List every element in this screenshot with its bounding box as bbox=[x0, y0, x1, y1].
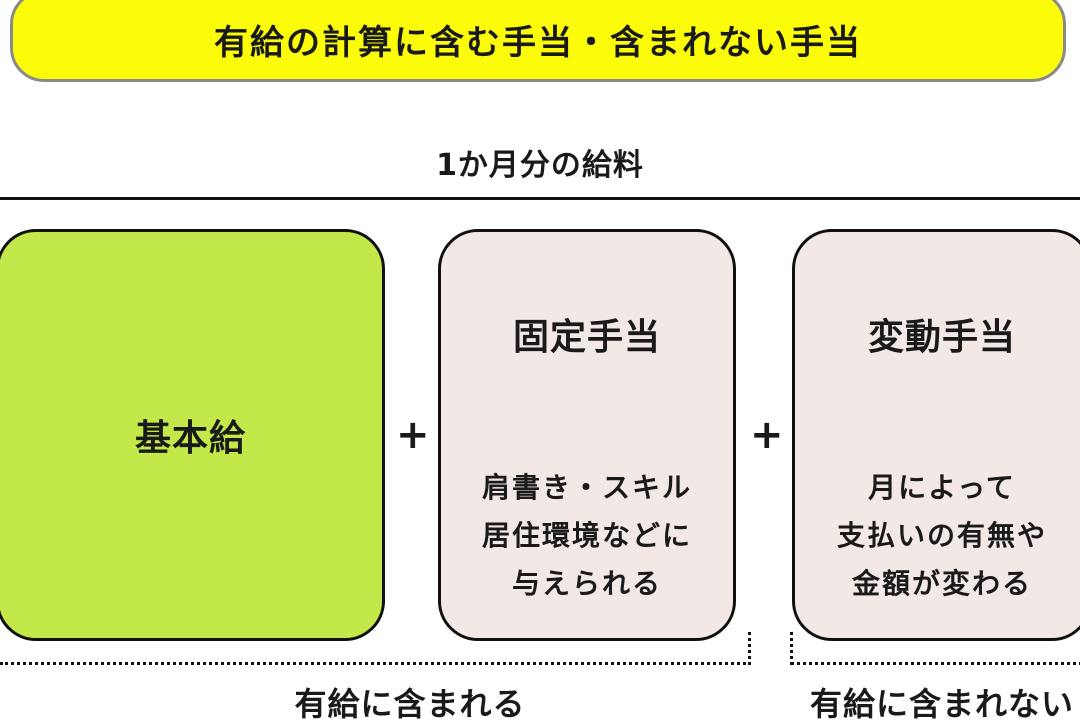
fixed-allowance-heading: 固定手当 bbox=[512, 317, 661, 358]
fixed-allowance-card: 固定手当 肩書き・スキル 居住環境などに 与えられる bbox=[438, 229, 736, 641]
title-banner: 有給の計算に含む手当・含まれない手当 bbox=[10, 0, 1066, 82]
base-salary-card: 基本給 bbox=[0, 229, 385, 641]
variable-allowance-description: 月によって 支払いの有無や 金額が変わる bbox=[795, 464, 1080, 608]
variable-allowance-heading: 変動手当 bbox=[867, 317, 1016, 358]
excluded-dotted-bracket bbox=[790, 632, 1080, 665]
plus-operator-2: + bbox=[750, 412, 784, 458]
fixed-desc-line-1: 肩書き・スキル bbox=[481, 471, 692, 504]
variable-desc-line-3: 金額が変わる bbox=[851, 567, 1032, 600]
base-salary-heading: 基本給 bbox=[134, 418, 246, 459]
variable-desc-line-2: 支払いの有無や bbox=[836, 519, 1047, 552]
fixed-desc-line-2: 居住環境などに bbox=[481, 519, 692, 552]
variable-desc-line-1: 月によって bbox=[868, 471, 1016, 504]
fixed-allowance-description: 肩書き・スキル 居住環境などに 与えられる bbox=[441, 464, 733, 608]
included-label: 有給に含まれる bbox=[294, 685, 526, 723]
monthly-salary-label: 1か月分の給料 bbox=[436, 148, 644, 183]
variable-allowance-card: 変動手当 月によって 支払いの有無や 金額が変わる bbox=[792, 229, 1080, 641]
fixed-desc-line-3: 与えられる bbox=[511, 567, 662, 600]
salary-divider-line bbox=[0, 197, 1080, 200]
page-title: 有給の計算に含む手当・含まれない手当 bbox=[214, 22, 862, 63]
excluded-label: 有給に含まれない bbox=[810, 685, 1075, 723]
included-dotted-bracket bbox=[0, 632, 751, 665]
plus-operator-1: + bbox=[396, 412, 430, 458]
